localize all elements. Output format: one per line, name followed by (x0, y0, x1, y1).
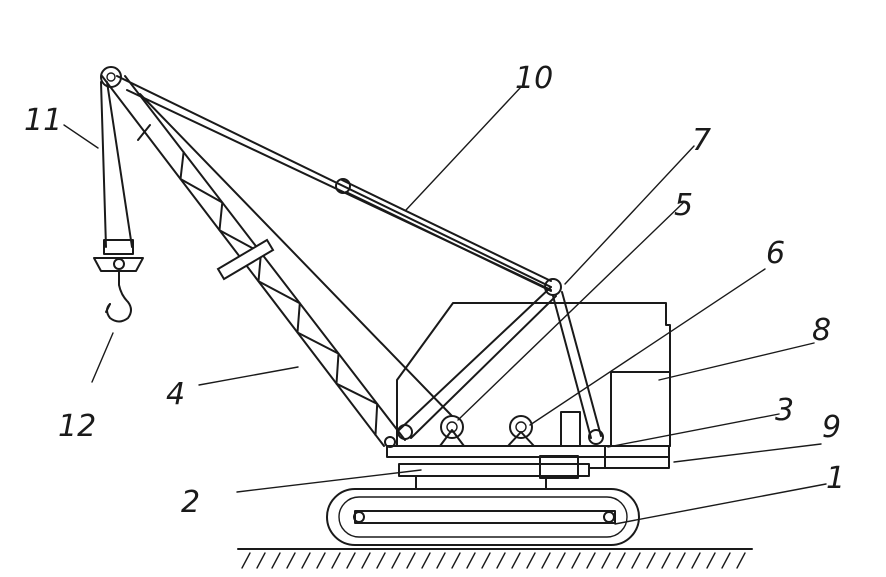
crawler-track (326, 488, 640, 546)
ground-hatch-line (616, 552, 626, 569)
ground-hatch-line (601, 552, 611, 569)
ground-hatch-line (451, 552, 461, 569)
machinery-house (396, 302, 671, 447)
label-11: 11 (24, 103, 62, 138)
label-10: 10 (515, 61, 553, 96)
ground-hatch-line (631, 552, 641, 569)
ground (237, 548, 753, 569)
ground-hatch-line (646, 552, 656, 569)
ground-hatch-line (376, 552, 386, 569)
label-8: 8 (812, 313, 831, 348)
ground-hatch-line (466, 552, 476, 569)
ground-hatch-line (526, 552, 536, 569)
label-4: 4 (166, 377, 185, 412)
ground-hatch-line (541, 552, 551, 569)
ground-hatch-line (346, 552, 356, 569)
label-6: 6 (766, 236, 785, 271)
ground-hatch-line (391, 552, 401, 569)
label-5: 5 (674, 188, 693, 223)
ground-hatch-line (256, 552, 266, 569)
ground-hatch-line (736, 552, 746, 569)
winch-drums (439, 411, 581, 447)
label-2: 2 (181, 485, 200, 520)
ground-hatch-line (496, 552, 506, 569)
ground-hatch-line (436, 552, 446, 569)
ground-hatch-line (271, 552, 281, 569)
ground-hatch-line (706, 552, 716, 569)
ground-hatch-line (316, 552, 326, 569)
part-labels: 1 2 3 4 5 6 7 8 9 10 11 12 (24, 61, 845, 520)
hoist-rope-and-hook (93, 81, 144, 323)
ground-hatch-line (511, 552, 521, 569)
label-3: 3 (775, 393, 794, 428)
label-12: 12 (58, 409, 96, 444)
slewing-ring (398, 455, 590, 490)
ground-hatch-line (331, 552, 341, 569)
ground-hatch-line (301, 552, 311, 569)
ground-hatch-line (241, 552, 251, 569)
ground-hatch-line (691, 552, 701, 569)
ground-hatch-line (721, 552, 731, 569)
ground-hatch-line (676, 552, 686, 569)
ground-hatch-line (406, 552, 416, 569)
label-7: 7 (692, 123, 711, 158)
boom-hoist-system (116, 75, 604, 448)
ground-hatch-line (361, 552, 371, 569)
ground-hatch-line (421, 552, 431, 569)
ground-hatch-line (556, 552, 566, 569)
leader-lines (63, 86, 827, 525)
label-1: 1 (826, 461, 845, 496)
lattice-boom (101, 75, 406, 447)
ground-hatch-line (586, 552, 596, 569)
ground-hatch-line (571, 552, 581, 569)
ground-hatch-line (481, 552, 491, 569)
label-9: 9 (822, 410, 841, 445)
ground-hatch-line (661, 552, 671, 569)
ground-hatch-line (286, 552, 296, 569)
